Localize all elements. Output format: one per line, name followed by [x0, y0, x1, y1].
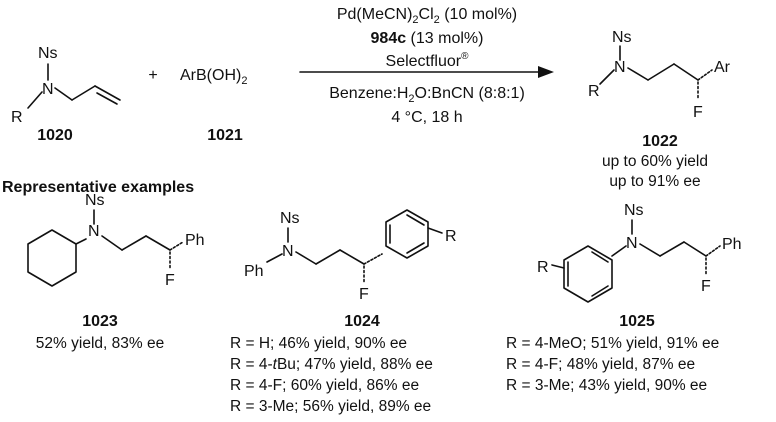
ligand-condition: 984c (13 mol%) [371, 30, 484, 47]
example-1025-r-label: R [537, 259, 549, 276]
plus-sign: + [148, 67, 157, 84]
reaction-arrow [299, 66, 554, 78]
example-1023-ns-label: Ns [85, 192, 105, 209]
example-1025-id: 1025 [619, 313, 655, 330]
example-1023-n-label: N [88, 223, 100, 240]
product-1022-ns-label: Ns [612, 29, 632, 46]
product-1022-ar-label: Ar [714, 59, 731, 76]
example-1024-result-3: R = 4-F; 60% yield, 86% ee [230, 377, 419, 394]
example-1025-ph-label: Ph [722, 236, 742, 253]
example-1025-n-label: N [626, 235, 638, 252]
product-1022-n-label: N [614, 59, 626, 76]
example-1025-result-1: R = 4-MeO; 51% yield, 91% ee [506, 335, 719, 352]
example-1023-structure [27, 209, 184, 287]
reactant-1020-id: 1020 [37, 127, 73, 144]
product-1022-f-label: F [693, 104, 703, 121]
reactant-1020-n-label: N [42, 81, 54, 98]
reactant-1021-formula: ArB(OH)2 [180, 67, 247, 87]
example-1024-structure [266, 209, 443, 283]
oxidant-condition: Selectfluor® [386, 51, 470, 70]
product-yield-range: up to 60% yield [602, 153, 708, 170]
reactant-1020-r-label: R [11, 109, 23, 126]
product-1022-id: 1022 [642, 133, 678, 150]
example-1024-ns-label: Ns [280, 210, 300, 227]
product-1022-r-label: R [588, 83, 600, 100]
example-1024-id: 1024 [344, 313, 380, 330]
example-1023-result: 52% yield, 83% ee [36, 335, 164, 352]
reactant-1020-structure [27, 63, 121, 109]
solvent-condition: Benzene:H2O:BnCN (8:8:1) [329, 85, 525, 105]
reactant-1021-id: 1021 [207, 127, 243, 144]
catalyst-condition: Pd(MeCN)2Cl2 (10 mol%) [337, 6, 517, 26]
reactant-1020-ns-label: Ns [38, 45, 58, 62]
example-1025-structure [551, 219, 721, 303]
example-1023-id: 1023 [82, 313, 118, 330]
example-1023-f-label: F [165, 272, 175, 289]
example-1024-ph-label: Ph [244, 263, 264, 280]
example-1025-ns-label: Ns [624, 202, 644, 219]
product-ee-range: up to 91% ee [609, 173, 700, 190]
section-title: Representative examples [2, 179, 194, 196]
example-1024-result-4: R = 3-Me; 56% yield, 89% ee [230, 398, 431, 415]
example-1024-r-label: R [445, 228, 457, 245]
example-1025-result-3: R = 3-Me; 43% yield, 90% ee [506, 377, 707, 394]
example-1023-ph-label: Ph [185, 232, 205, 249]
example-1025-result-2: R = 4-F; 48% yield, 87% ee [506, 356, 695, 373]
example-1024-result-1: R = H; 46% yield, 90% ee [230, 335, 407, 352]
product-1022-structure [599, 45, 713, 101]
example-1024-n-label: N [282, 243, 294, 260]
example-1025-f-label: F [701, 278, 711, 295]
temperature-time-condition: 4 °C, 18 h [391, 109, 462, 126]
example-1024-f-label: F [359, 286, 369, 303]
example-1024-result-2: R = 4-tBu; 47% yield, 88% ee [230, 356, 433, 373]
